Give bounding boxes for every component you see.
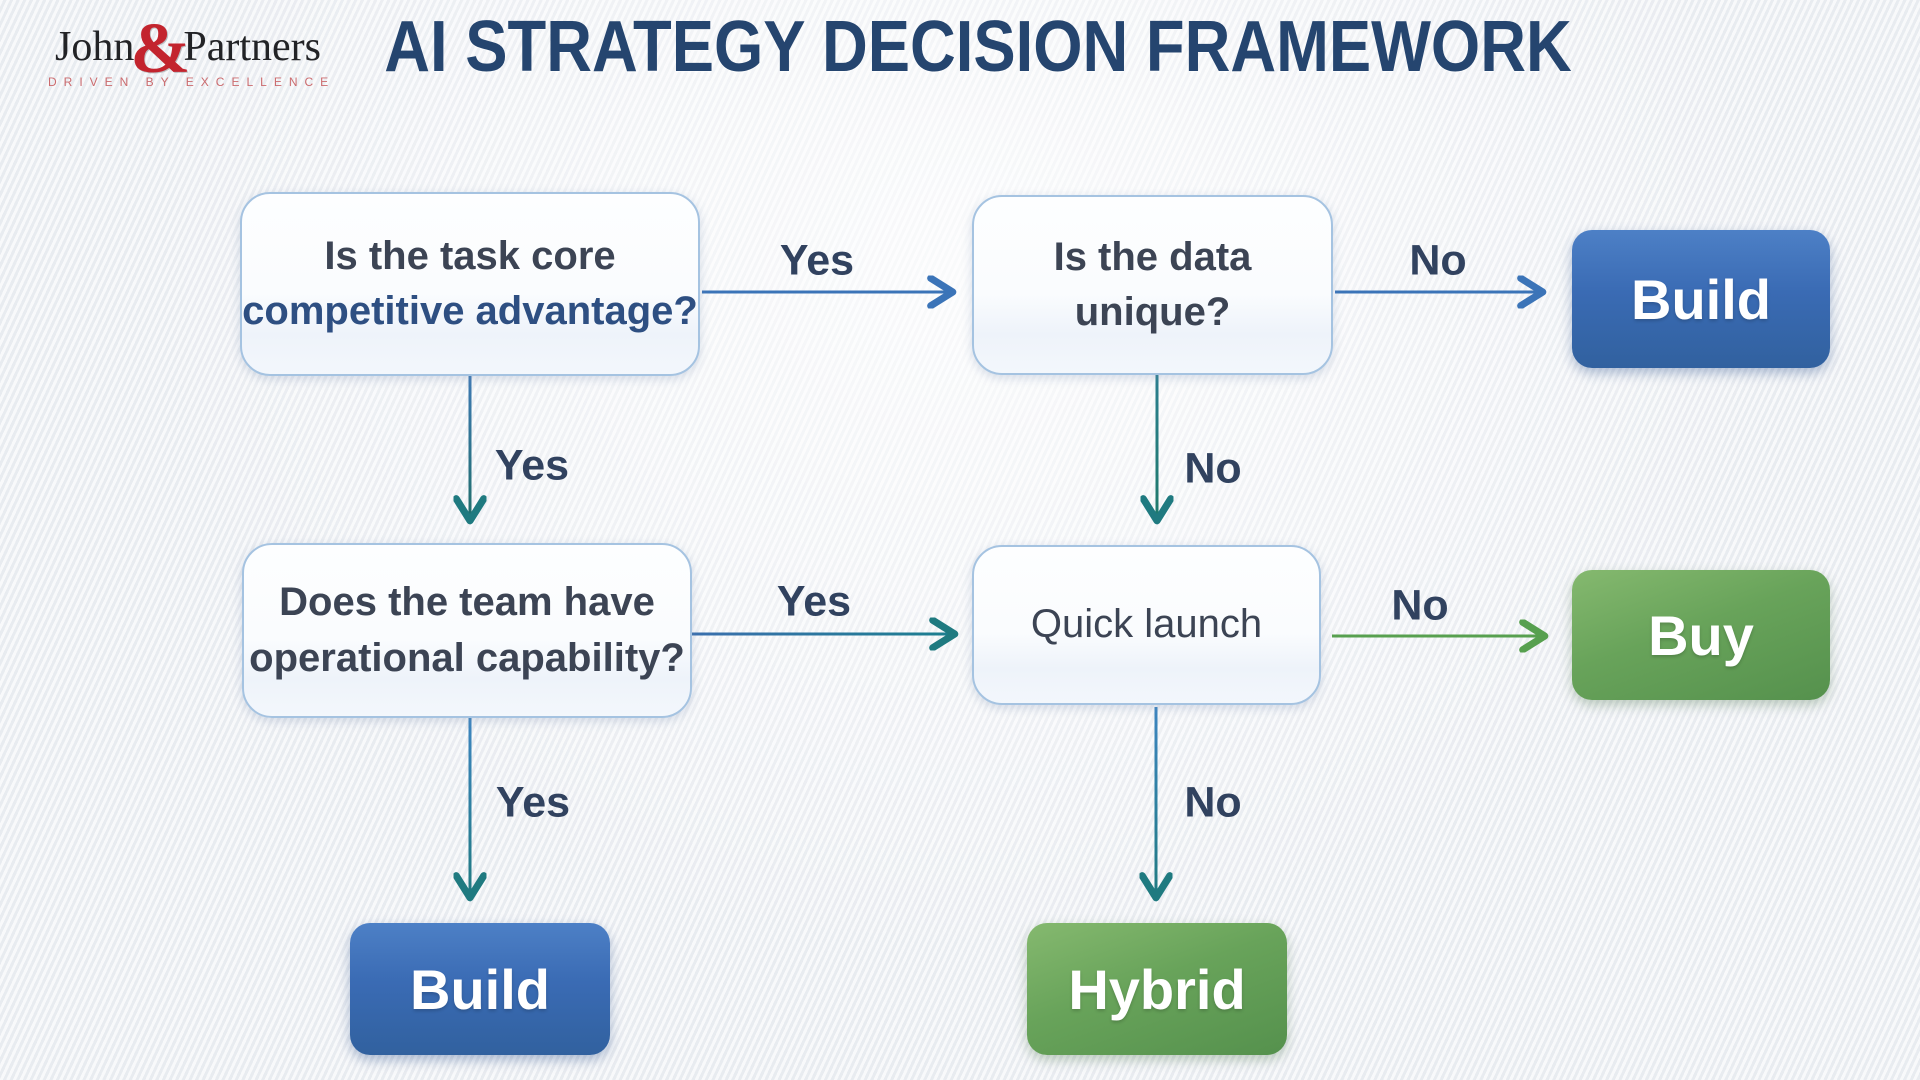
decision-node-q2: Is the data unique? (972, 195, 1333, 375)
edge-label-q2-q4: No (1184, 444, 1242, 493)
page-title: AI STRATEGY DECISION FRAMEWORK (384, 7, 1572, 87)
edge-label-q1-q2: Yes (779, 236, 855, 285)
edge-label-q2-build-top: No (1409, 236, 1467, 285)
edge-label-q3-build-bottom: Yes (495, 778, 571, 827)
outcome-node-build-top: Build (1572, 230, 1830, 368)
decision-q4-line1: Quick launch (1030, 602, 1263, 647)
decision-q2-line2: unique? (1074, 290, 1231, 334)
decision-q2-line1: Is the data (1053, 234, 1252, 279)
decision-q3-line1: Does the team have (279, 580, 655, 625)
outcome-buy-label: Buy (1648, 603, 1754, 667)
decision-q1-line2: competitive advantage? (242, 289, 698, 333)
decision-q3-line2: operational capability? (249, 635, 685, 680)
outcome-node-hybrid: Hybrid (1027, 923, 1287, 1055)
edge-label-q1-q3: Yes (494, 441, 570, 490)
edge-label-q3-q4: Yes (776, 577, 852, 626)
decision-q1-line1: Is the task core (324, 233, 616, 278)
edge-label-q4-buy: No (1391, 581, 1449, 630)
edge-label-q4-hybrid: No (1184, 778, 1242, 827)
outcome-node-buy: Buy (1572, 570, 1830, 700)
decision-node-q3: Does the team have operational capabilit… (242, 543, 692, 718)
decision-node-q4: Quick launch (972, 545, 1321, 705)
brand-tagline: DRIVEN BY EXCELLENCE (48, 75, 336, 89)
decision-node-q1: Is the task core competitive advantage? (240, 192, 700, 376)
brand-name-second: Partners (183, 24, 321, 70)
brand-name-first: John (55, 24, 135, 70)
outcome-build-top-label: Build (1631, 267, 1771, 331)
outcome-hybrid-label: Hybrid (1068, 957, 1246, 1021)
outcome-build-bottom-label: Build (410, 957, 550, 1021)
outcome-node-build-bottom: Build (350, 923, 610, 1055)
